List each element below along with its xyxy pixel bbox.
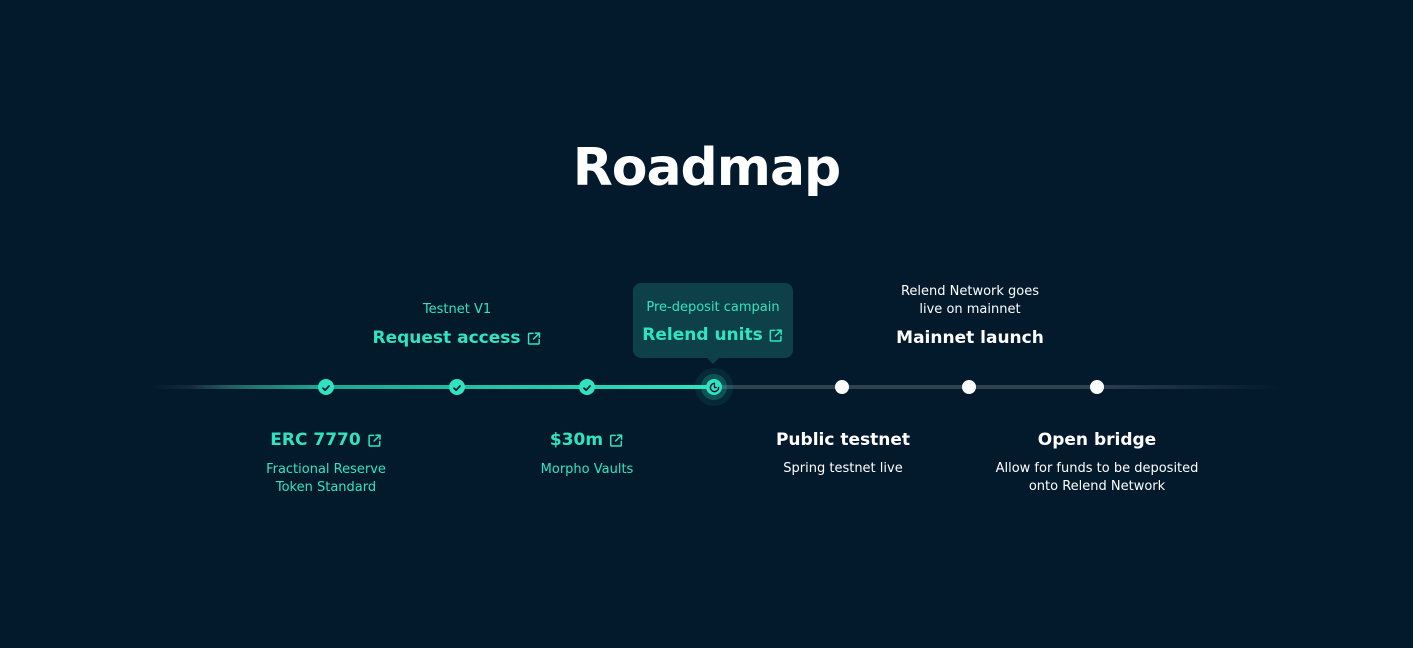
external-link-icon	[769, 328, 784, 343]
external-link-icon	[367, 433, 382, 448]
milestone-node-relend-units	[706, 379, 722, 395]
milestone-description: Allow for funds to be deposited	[995, 461, 1199, 476]
check-icon	[582, 378, 592, 397]
milestone-node-30m	[579, 379, 595, 395]
milestone-heading: ERC 7770	[270, 430, 361, 450]
milestone-30m: $30m Morpho Vaults	[541, 430, 634, 479]
milestone-description: onto Relend Network	[1028, 479, 1166, 494]
milestone-caption: live on mainnet	[919, 302, 1021, 317]
milestone-description: Spring testnet live	[783, 461, 903, 476]
callout-pointer	[706, 357, 720, 364]
milestone-node-request-access	[449, 379, 465, 395]
external-link-icon	[609, 433, 624, 448]
external-link-icon	[526, 331, 541, 346]
milestone-mainnet-launch: Relend Network goes live on mainnet Main…	[896, 283, 1044, 348]
milestone-description: Morpho Vaults	[540, 462, 634, 477]
milestone-caption: Testnet V1	[422, 302, 492, 317]
milestone-open-bridge: Open bridge Allow for funds to be deposi…	[996, 430, 1199, 496]
relend-units-link[interactable]: Relend units	[642, 325, 783, 345]
milestone-request-access: Testnet V1 Request access	[373, 301, 542, 348]
milestone-node-erc-7770	[318, 379, 334, 395]
milestone-relend-units: Pre-deposit campain Relend units	[642, 299, 783, 345]
check-icon	[321, 378, 331, 397]
milestone-caption: Pre-deposit campain	[646, 300, 780, 315]
milestone-public-testnet: Public testnet Spring testnet live	[776, 430, 910, 478]
milestone-heading: Request access	[372, 328, 521, 348]
milestone-node-mainnet-launch	[962, 380, 976, 394]
milestone-heading: $30m	[549, 430, 604, 450]
milestone-heading: Open bridge	[1037, 430, 1157, 450]
timeline-fade	[1080, 384, 1280, 390]
milestone-erc-7770: ERC 7770 Fractional Reserve Token Standa…	[266, 430, 386, 497]
milestone-caption: Relend Network goes	[900, 284, 1040, 299]
current-milestone-callout	[633, 283, 793, 358]
progress-icon	[709, 378, 720, 397]
milestone-description: Fractional Reserve	[266, 462, 386, 477]
30m-link[interactable]: $30m	[550, 430, 624, 450]
milestone-node-public-testnet	[835, 380, 849, 394]
milestone-description: Token Standard	[275, 480, 377, 495]
milestone-heading: Mainnet launch	[896, 328, 1044, 348]
milestone-heading: Relend units	[642, 325, 763, 345]
check-icon	[452, 378, 462, 397]
request-access-link[interactable]: Request access	[373, 328, 542, 348]
milestone-node-open-bridge	[1090, 380, 1104, 394]
page-title: Roadmap	[572, 138, 842, 198]
erc-7770-link[interactable]: ERC 7770	[270, 430, 381, 450]
milestone-heading: Public testnet	[775, 430, 911, 450]
